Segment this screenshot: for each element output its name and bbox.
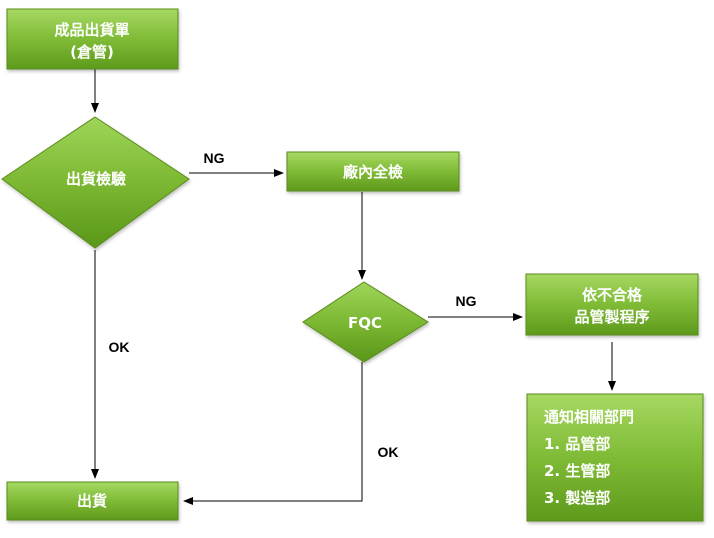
edge-label-inspect-ok: OK — [109, 339, 130, 355]
node-notify-item-1: 1. 品管部 — [544, 435, 610, 453]
node-ship — [6, 481, 179, 521]
node-inspect-label: 出貨檢驗 — [66, 170, 126, 188]
node-inspect — [1, 116, 190, 249]
node-notify-title: 通知相關部門 — [544, 408, 634, 426]
node-procedure-label-line1: 依不合格 — [582, 286, 643, 304]
node-fqc-label: FQC — [348, 314, 382, 332]
node-full-check — [286, 151, 460, 192]
node-ship-label: 出貨 — [77, 492, 107, 510]
node-procedure-label-line2: 品管製程序 — [574, 308, 649, 326]
edge-label-fqc-ok: OK — [378, 444, 399, 460]
edge-fqc-ok-to-ship — [183, 362, 363, 505]
node-notify — [526, 393, 704, 522]
node-fqc — [302, 281, 429, 363]
edge-label-inspect-ng: NG — [204, 150, 225, 166]
edge-label-fqc-ng: NG — [456, 293, 477, 309]
node-start — [6, 8, 179, 70]
node-start-label-line1: 成品出貨單 — [54, 21, 129, 39]
node-notify-item-3: 3. 製造部 — [544, 489, 610, 507]
edges — [91, 69, 616, 505]
node-procedure — [525, 273, 699, 336]
node-notify-item-2: 2. 生管部 — [544, 462, 610, 480]
node-start-label-line2: (倉管) — [70, 43, 114, 61]
node-full-check-label: 廠內全檢 — [343, 163, 403, 181]
